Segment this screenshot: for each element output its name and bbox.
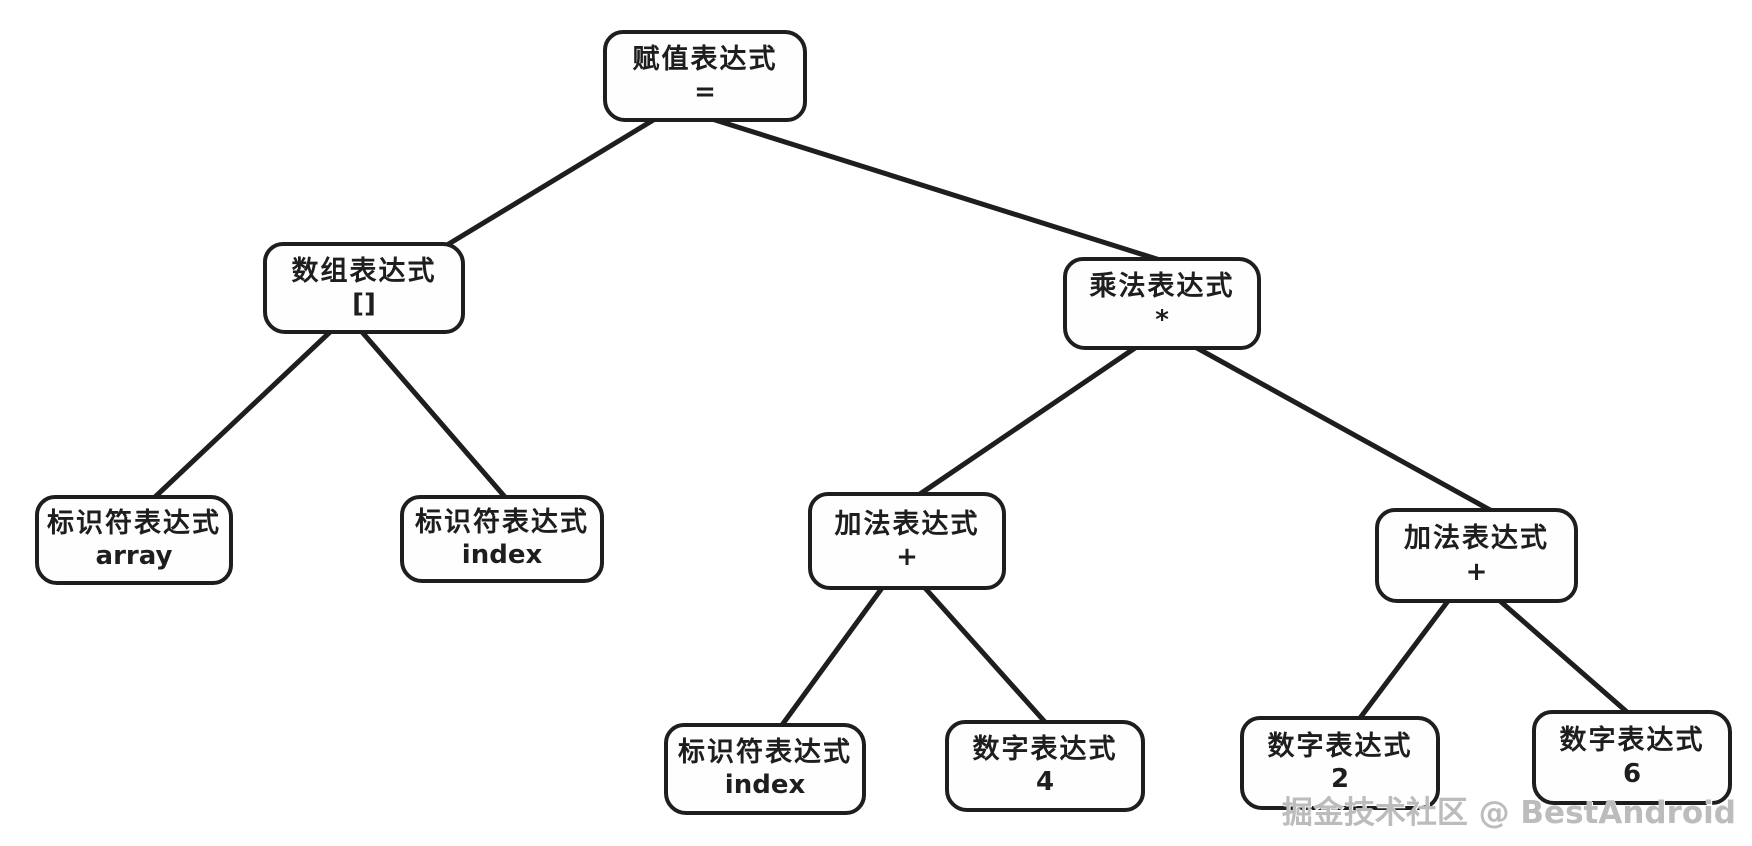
node-number-6-symbol: 6 bbox=[1622, 758, 1642, 789]
node-number-expression-4: 数字表达式 4 bbox=[945, 720, 1145, 812]
node-number-expression-6: 数字表达式 6 bbox=[1532, 710, 1732, 805]
edge-assignment-multiply bbox=[709, 116, 1163, 263]
edge-add-right-number-2 bbox=[1357, 598, 1451, 721]
watermark: 掘金技术社区 @ BestAndroid bbox=[1281, 795, 1736, 831]
node-number-4-symbol: 4 bbox=[1035, 767, 1055, 798]
node-identifier-array: 标识符表达式 array bbox=[35, 495, 233, 585]
edge-add-left-number-4 bbox=[922, 585, 1048, 725]
node-identifier-array-symbol: array bbox=[95, 541, 173, 572]
node-identifier-array-label: 标识符表达式 bbox=[47, 507, 221, 539]
node-add-expression-left: 加法表达式 + bbox=[808, 492, 1006, 590]
node-identifier-index-lower-label: 标识符表达式 bbox=[678, 736, 852, 768]
node-number-2-symbol: 2 bbox=[1330, 764, 1350, 795]
node-assignment-label: 赋值表达式 bbox=[632, 43, 778, 75]
node-number-2-label: 数字表达式 bbox=[1267, 730, 1413, 762]
node-number-4-label: 数字表达式 bbox=[972, 733, 1118, 765]
edge-multiply-add-left bbox=[917, 345, 1138, 497]
edge-multiply-add-right bbox=[1194, 345, 1493, 513]
edge-array-ident-array bbox=[152, 329, 333, 500]
node-array-label: 数组表达式 bbox=[291, 255, 437, 287]
node-assignment-expression: 赋值表达式 = bbox=[603, 30, 807, 122]
edge-add-right-number-6 bbox=[1497, 598, 1630, 715]
node-identifier-index-upper-label: 标识符表达式 bbox=[415, 506, 589, 538]
node-array-symbol: [] bbox=[352, 289, 376, 320]
node-identifier-index-lower: 标识符表达式 index bbox=[664, 723, 866, 815]
node-add-left-label: 加法表达式 bbox=[834, 508, 980, 540]
node-number-6-label: 数字表达式 bbox=[1559, 725, 1705, 757]
node-multiply-symbol: * bbox=[1155, 304, 1169, 335]
edge-add-left-ident-index bbox=[779, 585, 885, 728]
node-identifier-index-upper: 标识符表达式 index bbox=[400, 495, 604, 583]
node-add-left-symbol: + bbox=[896, 542, 918, 573]
node-assignment-symbol: = bbox=[694, 77, 716, 108]
node-multiply-expression: 乘法表达式 * bbox=[1063, 257, 1261, 350]
node-add-expression-right: 加法表达式 + bbox=[1375, 508, 1578, 603]
node-add-right-label: 加法表达式 bbox=[1404, 523, 1549, 555]
node-identifier-index-lower-symbol: index bbox=[724, 770, 806, 801]
edge-assignment-array bbox=[444, 116, 658, 248]
node-identifier-index-upper-symbol: index bbox=[461, 540, 543, 571]
node-add-right-symbol: + bbox=[1465, 556, 1488, 587]
node-multiply-label: 乘法表达式 bbox=[1089, 271, 1235, 303]
node-number-expression-2: 数字表达式 2 bbox=[1240, 716, 1440, 810]
edge-array-ident-index bbox=[359, 329, 508, 500]
node-array-expression: 数组表达式 [] bbox=[263, 242, 465, 334]
